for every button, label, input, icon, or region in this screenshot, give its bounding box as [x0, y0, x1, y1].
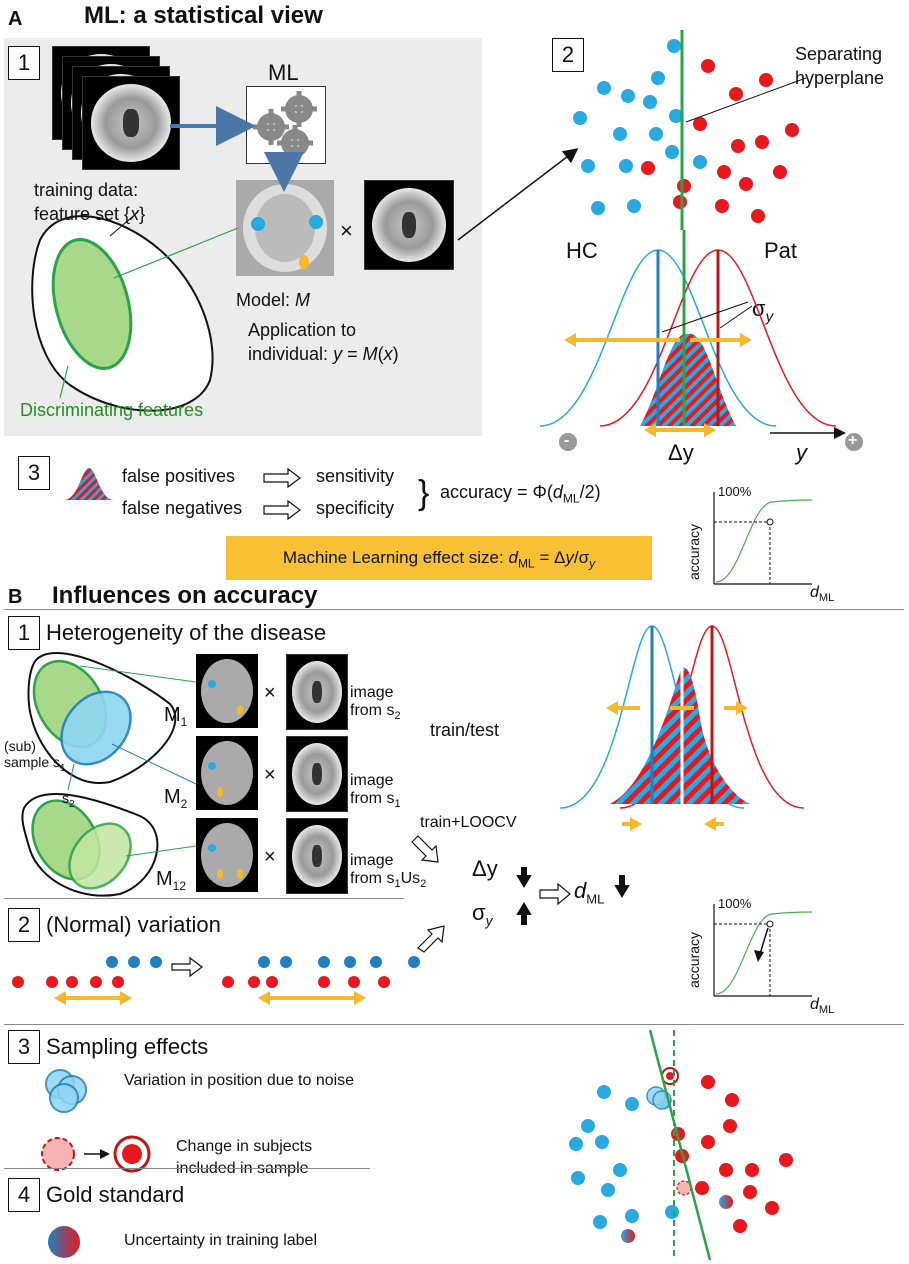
uncertain-label-icon: [48, 1226, 80, 1258]
variation-dots: [12, 956, 420, 1005]
minus-sign: -: [564, 432, 570, 449]
panel-a-connectors: [31, 106, 579, 412]
heterogeneity-title: Heterogeneity of the disease: [46, 620, 327, 645]
training-data-line2: feature set {x}: [34, 204, 146, 224]
divider-b2-b3: [4, 1024, 904, 1025]
model-brain-m12: [196, 818, 258, 892]
model-brain: [236, 180, 334, 276]
box-b4: 4: [8, 1178, 40, 1212]
m12-label: M12: [156, 868, 187, 893]
application-line2: individual: y = M(x): [248, 344, 399, 364]
box-b3: 3: [8, 1030, 40, 1064]
training-brain-stack-4: [82, 76, 180, 170]
divider-b1-b2: [4, 898, 404, 899]
box-b2: 2: [8, 908, 40, 942]
pat-label: Pat: [764, 238, 798, 263]
application-line1: Application to: [248, 320, 357, 340]
model-brain-m2: [196, 736, 258, 810]
delta-y-label-a: Δy: [668, 440, 694, 465]
inset-a-dml: dML: [810, 584, 835, 605]
train-loocv-label: train+LOOCV: [420, 814, 517, 831]
individual-brain: [364, 180, 454, 270]
box-b1: 1: [8, 616, 40, 650]
model-label: Model: M: [236, 290, 311, 310]
test-brain-1: [286, 654, 348, 730]
dml-label-b: dML: [574, 878, 605, 907]
discriminating-features-label: Discriminating features: [20, 400, 204, 420]
distribution-b1: [560, 625, 805, 831]
plus-sign: +: [848, 432, 858, 449]
false-positives: false positives: [122, 466, 236, 486]
overlap-icon: [64, 468, 114, 500]
summary-arrows-b: [411, 835, 630, 953]
train-test-label: train/test: [430, 720, 500, 740]
separating-line1: Separating: [795, 44, 883, 64]
image-2-line2: from s1: [350, 790, 401, 811]
brace: }: [418, 474, 430, 512]
section-b-letter: B: [8, 586, 23, 608]
heterogeneity-blobs: [21, 652, 197, 897]
y-axis-label-a: y: [796, 440, 807, 465]
accuracy-curve-b: [713, 904, 813, 997]
test-brain-3: [286, 818, 348, 894]
sampling-title: Sampling effects: [46, 1034, 209, 1059]
test-brain-2: [286, 736, 348, 812]
effect-size-banner: Machine Learning effect size: dML = Δy/σ…: [226, 536, 652, 580]
inset-b-dml: dML: [810, 996, 835, 1017]
sigma-y-label-b: σy: [472, 900, 493, 929]
gold-standard-title: Gold standard: [46, 1182, 185, 1207]
change-subjects-line1: Change in subjects: [176, 1138, 313, 1155]
s2-label: s2: [62, 790, 75, 810]
section-a-letter: A: [8, 8, 23, 30]
uncertainty-label: Uncertainty in training label: [124, 1232, 317, 1249]
distribution-a2: [540, 230, 863, 451]
sensitivity: sensitivity: [316, 466, 395, 486]
accuracy-curve-a: [713, 492, 813, 585]
normal-variation-title: (Normal) variation: [46, 912, 221, 937]
implies-arrows-a3: [263, 467, 301, 521]
divider-b-top: [4, 609, 904, 610]
box-a2: 2: [552, 38, 584, 72]
image-1-line2: from s2: [350, 702, 401, 723]
m1-label: M1: [164, 704, 188, 729]
inset-a-accuracy: accuracy: [686, 523, 702, 580]
times-b2: ×: [264, 764, 276, 786]
image-2-line1: image: [350, 772, 394, 789]
image-3-line1: image: [350, 852, 394, 869]
image-1-line1: image: [350, 684, 394, 701]
scatter-a2: [573, 30, 807, 230]
box-a1: 1: [8, 46, 40, 80]
sampling-icons: [41, 1069, 151, 1173]
ml-gears-box: [246, 86, 326, 164]
box-a3: 3: [18, 456, 50, 490]
delta-y-label-b: Δy: [472, 856, 498, 881]
inset-a-100: 100%: [718, 484, 752, 499]
training-data-line1: training data:: [34, 180, 139, 200]
section-a-title: ML: a statistical view: [84, 2, 323, 29]
false-negatives: false negatives: [122, 498, 243, 518]
hc-label: HC: [566, 238, 598, 263]
subsample-line1: (sub): [4, 738, 36, 754]
accuracy-formula: accuracy = Φ(dML/2): [440, 482, 601, 506]
scatter-b3: [569, 1030, 793, 1260]
separating-line2: hyperplane: [795, 68, 885, 88]
gears-icon: [253, 91, 317, 161]
model-brain-m1: [196, 654, 258, 728]
times-b3: ×: [264, 846, 276, 868]
times-b1: ×: [264, 682, 276, 704]
change-subjects-line2: included in sample: [176, 1160, 309, 1177]
section-b-title: Influences on accuracy: [52, 582, 318, 609]
specificity: specificity: [316, 498, 395, 518]
variation-noise-label: Variation in position due to noise: [124, 1072, 355, 1089]
inset-b-100: 100%: [718, 896, 752, 911]
image-3-line2: from s1Us2: [350, 870, 427, 891]
subsample-line2: sample s1: [4, 754, 66, 774]
times-sign-a: ×: [340, 218, 353, 243]
divider-b3-b4: [4, 1168, 370, 1169]
ml-label: ML: [268, 60, 299, 85]
m2-label: M2: [164, 786, 188, 811]
inset-b-accuracy: accuracy: [686, 931, 702, 988]
